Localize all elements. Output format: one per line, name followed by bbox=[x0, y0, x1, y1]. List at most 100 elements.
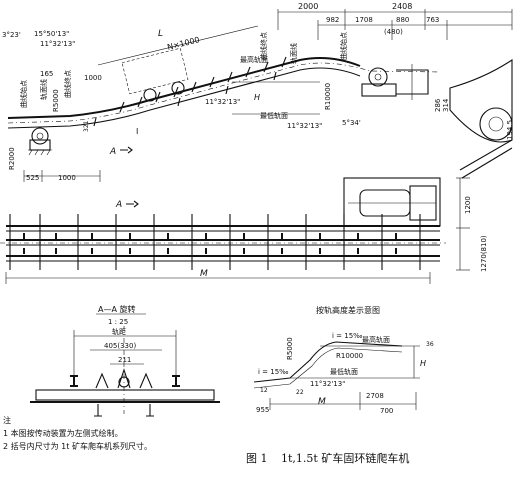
dim-211: 211 bbox=[118, 356, 131, 364]
label-curve-end-right: 曲线终点 bbox=[259, 32, 268, 60]
dimension-line-L bbox=[97, 25, 259, 66]
large-wheel-hub bbox=[488, 116, 504, 132]
dim-982: 982 bbox=[326, 16, 339, 24]
plan-section-arrow bbox=[126, 200, 139, 208]
length-M: M bbox=[318, 397, 326, 407]
elevation-view: 2000 2408 982 1708 880 763 (480) 3°23' 1… bbox=[2, 2, 514, 182]
cart-wheel bbox=[171, 81, 185, 95]
height-diagram: 按轨高度差示意图 i = 15‰ i = 15‰ 最高轨面 最低轨面 R1000… bbox=[253, 305, 434, 415]
rail-center-line bbox=[7, 62, 441, 124]
dim-525: 525 bbox=[26, 174, 39, 182]
dim-1200: 1200 bbox=[464, 196, 472, 214]
label-slope: i = 15‰ bbox=[332, 332, 363, 340]
label-curve-start: 曲线终点 bbox=[63, 70, 72, 98]
angle-label: 5°34' bbox=[342, 119, 361, 127]
plan-sleepers bbox=[9, 214, 421, 270]
dim-286: 286 bbox=[434, 98, 442, 112]
section-view: A—A 旋转 1 : 25 轨距 405(330) 211 bbox=[30, 304, 220, 417]
anchor-bolts bbox=[94, 404, 154, 417]
section-arrow bbox=[120, 146, 133, 154]
dim-1708: 1708 bbox=[355, 16, 373, 24]
pitch-label: N×1000 bbox=[166, 35, 200, 52]
label-radius-big: R10000 bbox=[336, 352, 363, 360]
section-scale: 1 : 25 bbox=[108, 318, 128, 326]
dim-2000: 2000 bbox=[298, 2, 318, 11]
label-lowest-rail: 最低轨面 bbox=[260, 111, 288, 120]
dim-880: 880 bbox=[396, 16, 409, 24]
dim-1000: 1000 bbox=[84, 74, 102, 82]
label-height-H: H bbox=[420, 359, 426, 368]
section-I: I bbox=[136, 127, 138, 136]
label-highest-rail: 最高轨面 bbox=[240, 55, 268, 64]
drive-unit-base bbox=[343, 177, 441, 227]
label-slope-left: i = 15‰ bbox=[258, 368, 289, 376]
tail-sprocket bbox=[31, 127, 49, 145]
notes-heading: 注 bbox=[3, 416, 11, 425]
dim-321: 321 bbox=[83, 120, 90, 132]
section-mark-A: A bbox=[109, 147, 116, 157]
radius-r10000: R10000 bbox=[324, 83, 332, 110]
height-H: H bbox=[254, 93, 260, 102]
label-curve-start-right: 曲线始点 bbox=[339, 32, 348, 60]
section-title: A—A 旋转 bbox=[98, 304, 136, 314]
section-rail-left bbox=[70, 375, 78, 387]
dim-12: 12 bbox=[260, 387, 268, 394]
rail-down-slope bbox=[459, 139, 513, 179]
dim-1000-b: 1000 bbox=[58, 174, 76, 182]
section-rail-right bbox=[172, 375, 180, 387]
dim-36: 36 bbox=[426, 341, 434, 348]
dim-480: (480) bbox=[384, 28, 403, 36]
dim-1270: 1270(810) bbox=[480, 235, 488, 272]
angle-label: 11°32'13" bbox=[287, 122, 322, 130]
rail-profile-lower bbox=[253, 347, 403, 389]
rail-line-upper bbox=[7, 57, 361, 119]
radius-r5000: R5000 bbox=[52, 89, 60, 112]
rail-line-lower bbox=[7, 67, 361, 129]
note-item-1: 1 本图按传动装置为左侧式绘制。 bbox=[3, 429, 123, 438]
radius-r2000: R2000 bbox=[8, 147, 16, 170]
dim-165: 165 bbox=[40, 70, 53, 78]
dim-194-5: 194.5 bbox=[506, 120, 514, 140]
note-item-2: 2 括号内尺寸为 1t 矿车爬车机系列尺寸。 bbox=[3, 442, 152, 451]
notes-block: 注 1 本图按传动装置为左侧式绘制。 2 括号内尺寸为 1t 矿车爬车机系列尺寸… bbox=[3, 414, 243, 453]
figure-number: 图 1 bbox=[246, 452, 268, 465]
dim-2408: 2408 bbox=[392, 2, 412, 11]
angle-label: 3°23' bbox=[2, 31, 21, 39]
label-slope-line: 轨面线 bbox=[39, 79, 48, 100]
plan-section-A: A bbox=[115, 200, 122, 210]
dim-955: 955 bbox=[256, 406, 269, 414]
gauge-label: 轨距 bbox=[112, 327, 126, 336]
cart-wheel bbox=[143, 88, 157, 102]
angle-label: 11°32'13" bbox=[205, 98, 240, 106]
drive-frame bbox=[361, 83, 397, 97]
label-radius-small: R5000 bbox=[286, 337, 294, 360]
diagram-title: 按轨高度差示意图 bbox=[316, 305, 380, 315]
label-angle: 11°32'13" bbox=[310, 380, 345, 388]
chain-flights bbox=[93, 56, 287, 127]
dim-405: 405(330) bbox=[104, 342, 136, 350]
tail-sprocket-hub bbox=[36, 132, 44, 140]
label-curve-end: 曲线始点 bbox=[19, 80, 28, 108]
figure-title: 1t,1.5t 矿车固环链爬车机 bbox=[281, 452, 410, 465]
figure-caption: 图 1 1t,1.5t 矿车固环链爬车机 bbox=[246, 450, 419, 466]
tail-frame bbox=[29, 139, 51, 151]
plan-chain-flights bbox=[23, 233, 397, 254]
drive-sprocket bbox=[368, 67, 388, 87]
label-lowest-rail: 最低轨面 bbox=[330, 367, 358, 376]
dim-314: 314 bbox=[442, 98, 450, 112]
ground-hatch bbox=[28, 149, 52, 156]
mine-cart-outline bbox=[121, 47, 189, 95]
label-highest-rail: 最高轨面 bbox=[362, 335, 390, 344]
dim-2708: 2708 bbox=[366, 392, 384, 400]
drive-sprocket-hub bbox=[374, 73, 382, 81]
length-L: L bbox=[158, 29, 163, 39]
dim-763: 763 bbox=[426, 16, 439, 24]
section-sleeper bbox=[35, 389, 215, 401]
angle-label: 15°50'13" bbox=[34, 30, 69, 38]
dim-700: 700 bbox=[380, 407, 393, 415]
angle-label: 11°32'13" bbox=[40, 40, 75, 48]
dim-22: 22 bbox=[296, 389, 304, 396]
large-wheel bbox=[479, 107, 513, 141]
